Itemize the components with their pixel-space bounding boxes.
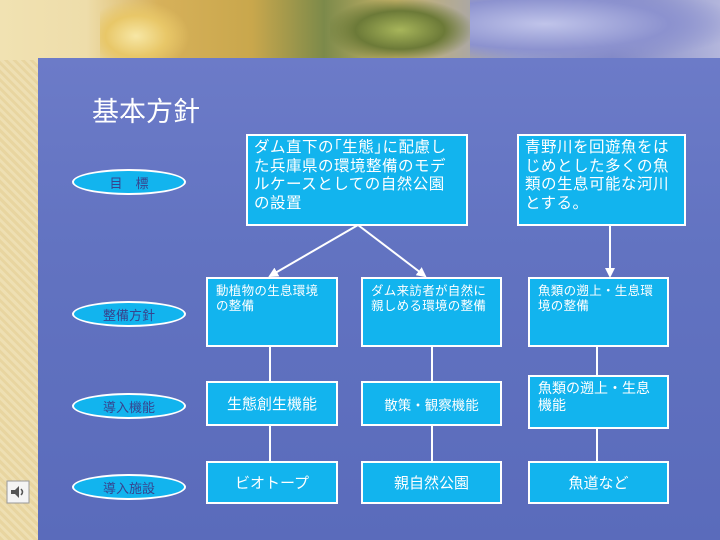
row-label-facility: 導入施設 [72, 474, 186, 500]
facility-box-b: 親自然公園 [361, 461, 502, 504]
row-label-goal: 目 標 [72, 169, 186, 195]
goal-box-left: ダム直下の｢生態｣に配慮した兵庫県の環境整備のモデルケースとしての自然公園の設置 [246, 134, 468, 226]
slide-title: 基本方針 [92, 97, 200, 128]
policy-box-c: 魚類の遡上・生息環境の整備 [528, 277, 669, 347]
facility-box-c: 魚道など [528, 461, 669, 504]
arrow-goal-to-policy-b [357, 224, 427, 278]
function-box-b: 散策・観察機能 [361, 381, 502, 426]
policy-box-b: ダム来訪者が自然に親しめる環境の整備 [361, 277, 502, 347]
background-texture [0, 0, 38, 540]
goal-box-right: 青野川を回遊魚をはじめとした多くの魚類の生息可能な河川とする。 [517, 134, 686, 226]
speaker-icon[interactable] [6, 480, 30, 504]
banner-flower-image [470, 0, 720, 60]
arrow-goal-to-policy-a [268, 224, 359, 278]
policy-box-a: 動植物の生息環境の整備 [206, 277, 338, 347]
header-banner [0, 0, 720, 60]
facility-box-a: ビオトープ [206, 461, 338, 504]
banner-grass-image [330, 0, 470, 60]
row-label-function: 導入機能 [72, 393, 186, 419]
banner-leaf-image [100, 0, 190, 60]
function-box-c: 魚類の遡上・生息機能 [528, 375, 669, 429]
row-label-policy: 整備方針 [72, 301, 186, 327]
function-box-a: 生態創生機能 [206, 381, 338, 426]
